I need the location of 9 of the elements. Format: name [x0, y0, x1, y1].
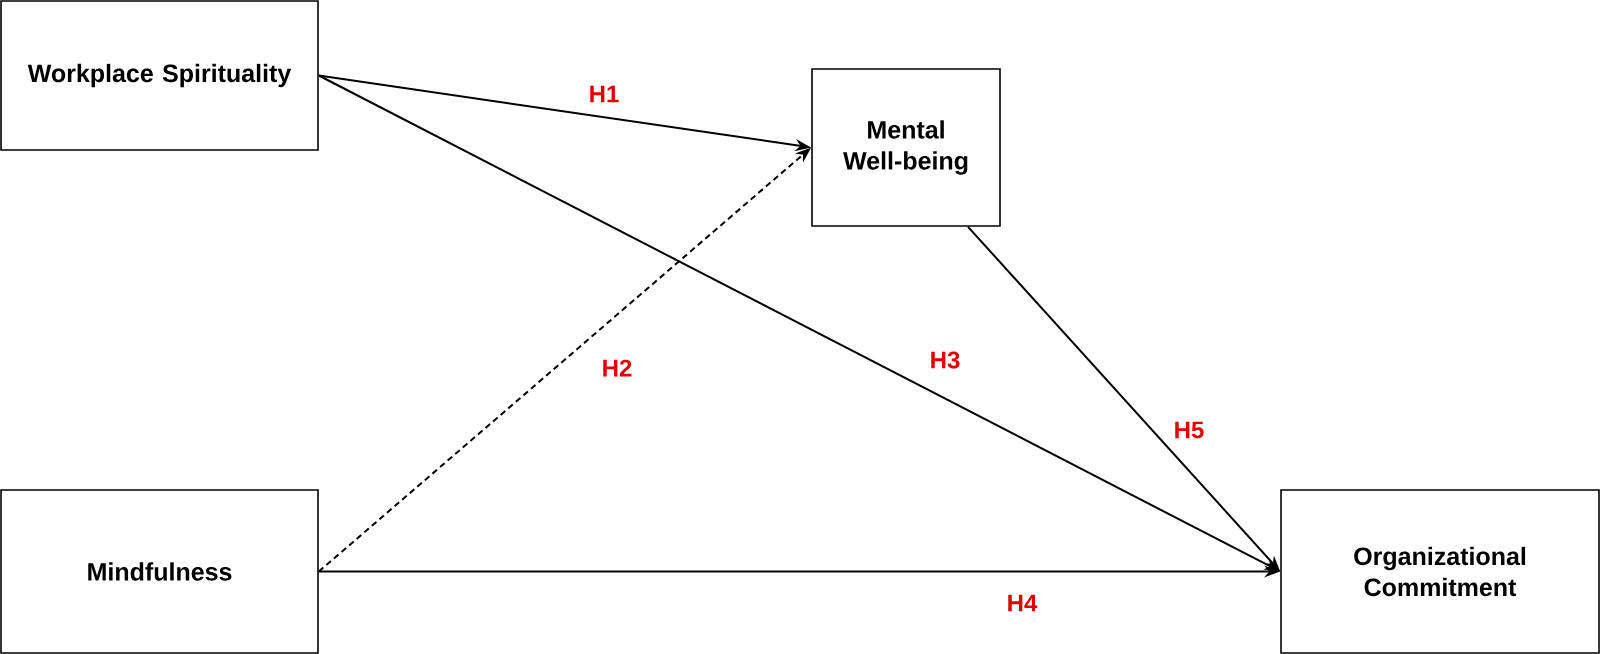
edge-label: H1 — [587, 84, 621, 104]
edge-label: H3 — [928, 350, 962, 370]
edge-label: H4 — [1005, 593, 1039, 613]
variable-box: Mental Well-being — [811, 68, 1001, 227]
variable-box: Workplace Spirituality — [0, 0, 319, 151]
edge-label: H2 — [600, 358, 634, 378]
variable-box: Organizational Commitment — [1280, 489, 1600, 654]
variable-box: Mindfulness — [0, 489, 319, 654]
edge-label: H5 — [1172, 420, 1206, 440]
